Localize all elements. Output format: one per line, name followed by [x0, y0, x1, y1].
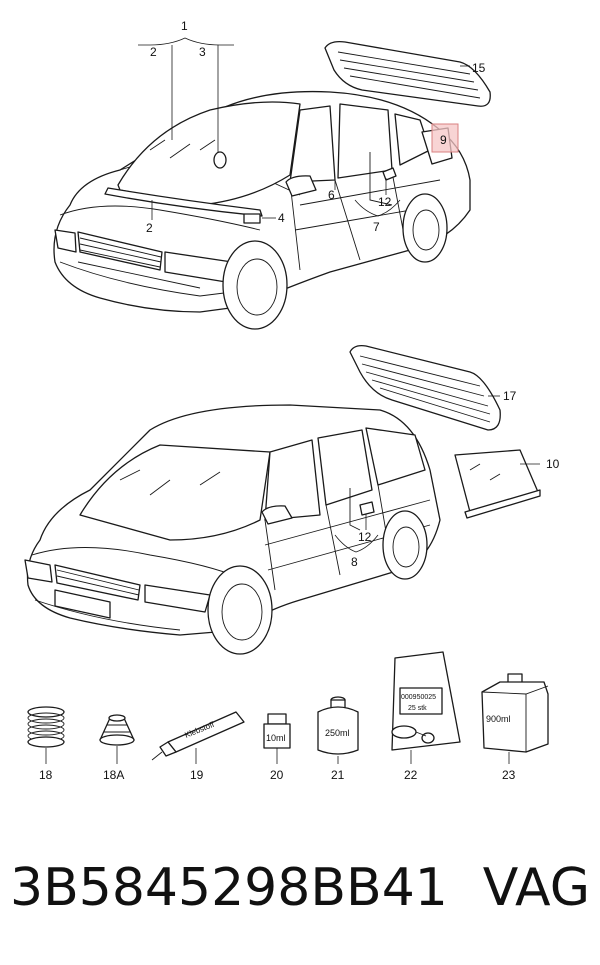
front-wheel [222, 240, 288, 330]
estate-leaders [334, 395, 540, 553]
callout-2-cowl: 2 [146, 221, 153, 235]
callout-20: 20 [270, 768, 284, 782]
callout-9: 9 [440, 133, 447, 147]
estate-rear-wheel [382, 510, 428, 580]
estate-rear-window-glass[interactable] [349, 344, 501, 431]
primer-can[interactable]: 250ml [317, 696, 359, 764]
callout-3: 3 [199, 45, 206, 59]
callout-10: 10 [546, 457, 560, 471]
estate-illustration [24, 344, 541, 655]
part-number: 3B5845298BB41 [10, 858, 448, 918]
callout-15: 15 [472, 61, 486, 75]
can-label: 250ml [325, 728, 350, 738]
bag-label-line1: 000950025 [401, 694, 436, 701]
callout-6: 6 [328, 188, 335, 202]
windshield[interactable] [117, 101, 301, 206]
spacer-coil[interactable] [27, 706, 65, 764]
callout-22: 22 [404, 768, 418, 782]
estate-front-wheel [207, 565, 273, 655]
canister-label: 900ml [486, 714, 511, 724]
primer-bottle[interactable]: 10ml [263, 713, 291, 764]
callout-8: 8 [351, 555, 358, 569]
callout-4: 4 [278, 211, 285, 225]
adhesive-tube[interactable]: Klebstoff [151, 711, 245, 764]
part-caption: 3B5845298BB41 VAG [10, 848, 590, 928]
callout-2-windshield: 2 [150, 45, 157, 59]
parts-diagram: 1 2 3 2 4 6 12 7 9 15 [24, 19, 560, 782]
estate-quarter-glass[interactable] [454, 449, 541, 519]
callout-7: 7 [373, 220, 380, 234]
bottle-label: 10ml [266, 733, 286, 743]
callout-19: 19 [190, 768, 204, 782]
callout-17: 17 [503, 389, 517, 403]
sedan-leaders [138, 37, 470, 220]
spacer-cone[interactable] [99, 714, 135, 764]
bag-label-line2: 25 stk [408, 705, 427, 712]
callout-12-estate: 12 [358, 530, 372, 544]
brand-name: VAG [482, 858, 590, 918]
callout-23: 23 [502, 768, 516, 782]
rear-wheel [402, 193, 448, 263]
rear-window-glass[interactable] [324, 40, 491, 107]
sedan-illustration [53, 40, 491, 330]
spacer-bag[interactable]: 000950025 25 stk [391, 651, 461, 764]
callout-21: 21 [331, 768, 345, 782]
callout-18: 18 [39, 768, 53, 782]
callout-18a: 18A [103, 768, 124, 782]
highlight-box [431, 123, 459, 153]
callout-12-sedan: 12 [378, 195, 392, 209]
callout-1: 1 [181, 19, 188, 33]
adhesive-canister[interactable]: 900ml [481, 673, 549, 764]
